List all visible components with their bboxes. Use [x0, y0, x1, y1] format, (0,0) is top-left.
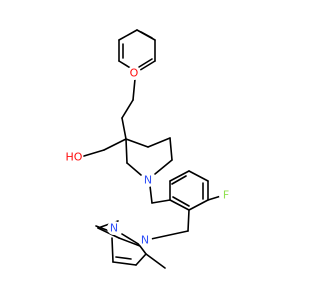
- bond-9: [132, 78, 136, 101]
- atom-N-piperidine: N: [141, 173, 155, 187]
- bond-39: [135, 253, 147, 266]
- atom-label-F: F: [223, 189, 229, 202]
- bond-36: [97, 227, 120, 239]
- bond-28: [172, 196, 190, 207]
- bond-38: [139, 245, 147, 255]
- atom-label-N-pyrazole-2: N: [110, 222, 118, 235]
- bond-20: [149, 185, 153, 204]
- bond-26: [169, 170, 190, 182]
- bond-30: [171, 175, 187, 185]
- bond-18: [103, 138, 127, 151]
- atom-O-hydroxyl: HO: [66, 149, 83, 165]
- bond-40: [112, 261, 137, 266]
- bond-13: [147, 137, 171, 148]
- bond-25: [188, 170, 209, 182]
- bond-23: [188, 199, 209, 211]
- bond-10: [121, 99, 134, 119]
- bond-37: [118, 237, 141, 247]
- atom-label-layer: O HO N F N N: [66, 66, 233, 247]
- bond-0: [118, 29, 138, 41]
- bond-44: [145, 253, 166, 269]
- bond-layer: [83, 29, 222, 269]
- molecule-structure: O HO N F N N: [65, 29, 233, 269]
- bond-31: [207, 195, 222, 201]
- bond-16: [126, 162, 142, 176]
- bond-42: [115, 256, 132, 260]
- atom-label-N-piperidine: N: [144, 174, 152, 187]
- bond-8: [140, 31, 153, 39]
- bond-19: [83, 149, 105, 157]
- atom-label-O-hydroxyl: HO: [66, 151, 83, 164]
- bond-21: [151, 199, 171, 204]
- atom-N-pyrazole-2: N: [107, 221, 121, 235]
- bond-34: [121, 233, 141, 246]
- atom-label-O-ether: O: [130, 67, 139, 80]
- bond-7: [138, 58, 153, 68]
- atom-F: F: [219, 188, 233, 202]
- bond-22: [169, 199, 190, 211]
- atom-O-ether: O: [127, 66, 141, 80]
- bond-17: [125, 138, 128, 164]
- bond-33: [150, 230, 189, 240]
- bond-12: [125, 138, 149, 148]
- bond-14: [169, 137, 173, 161]
- bond-15: [154, 159, 173, 175]
- bond-11: [121, 117, 127, 140]
- atom-N-pyrazole-1: N: [138, 233, 152, 247]
- bond-32: [187, 209, 190, 232]
- atom-label-N-pyrazole-1: N: [141, 234, 149, 247]
- bond-41: [111, 237, 114, 263]
